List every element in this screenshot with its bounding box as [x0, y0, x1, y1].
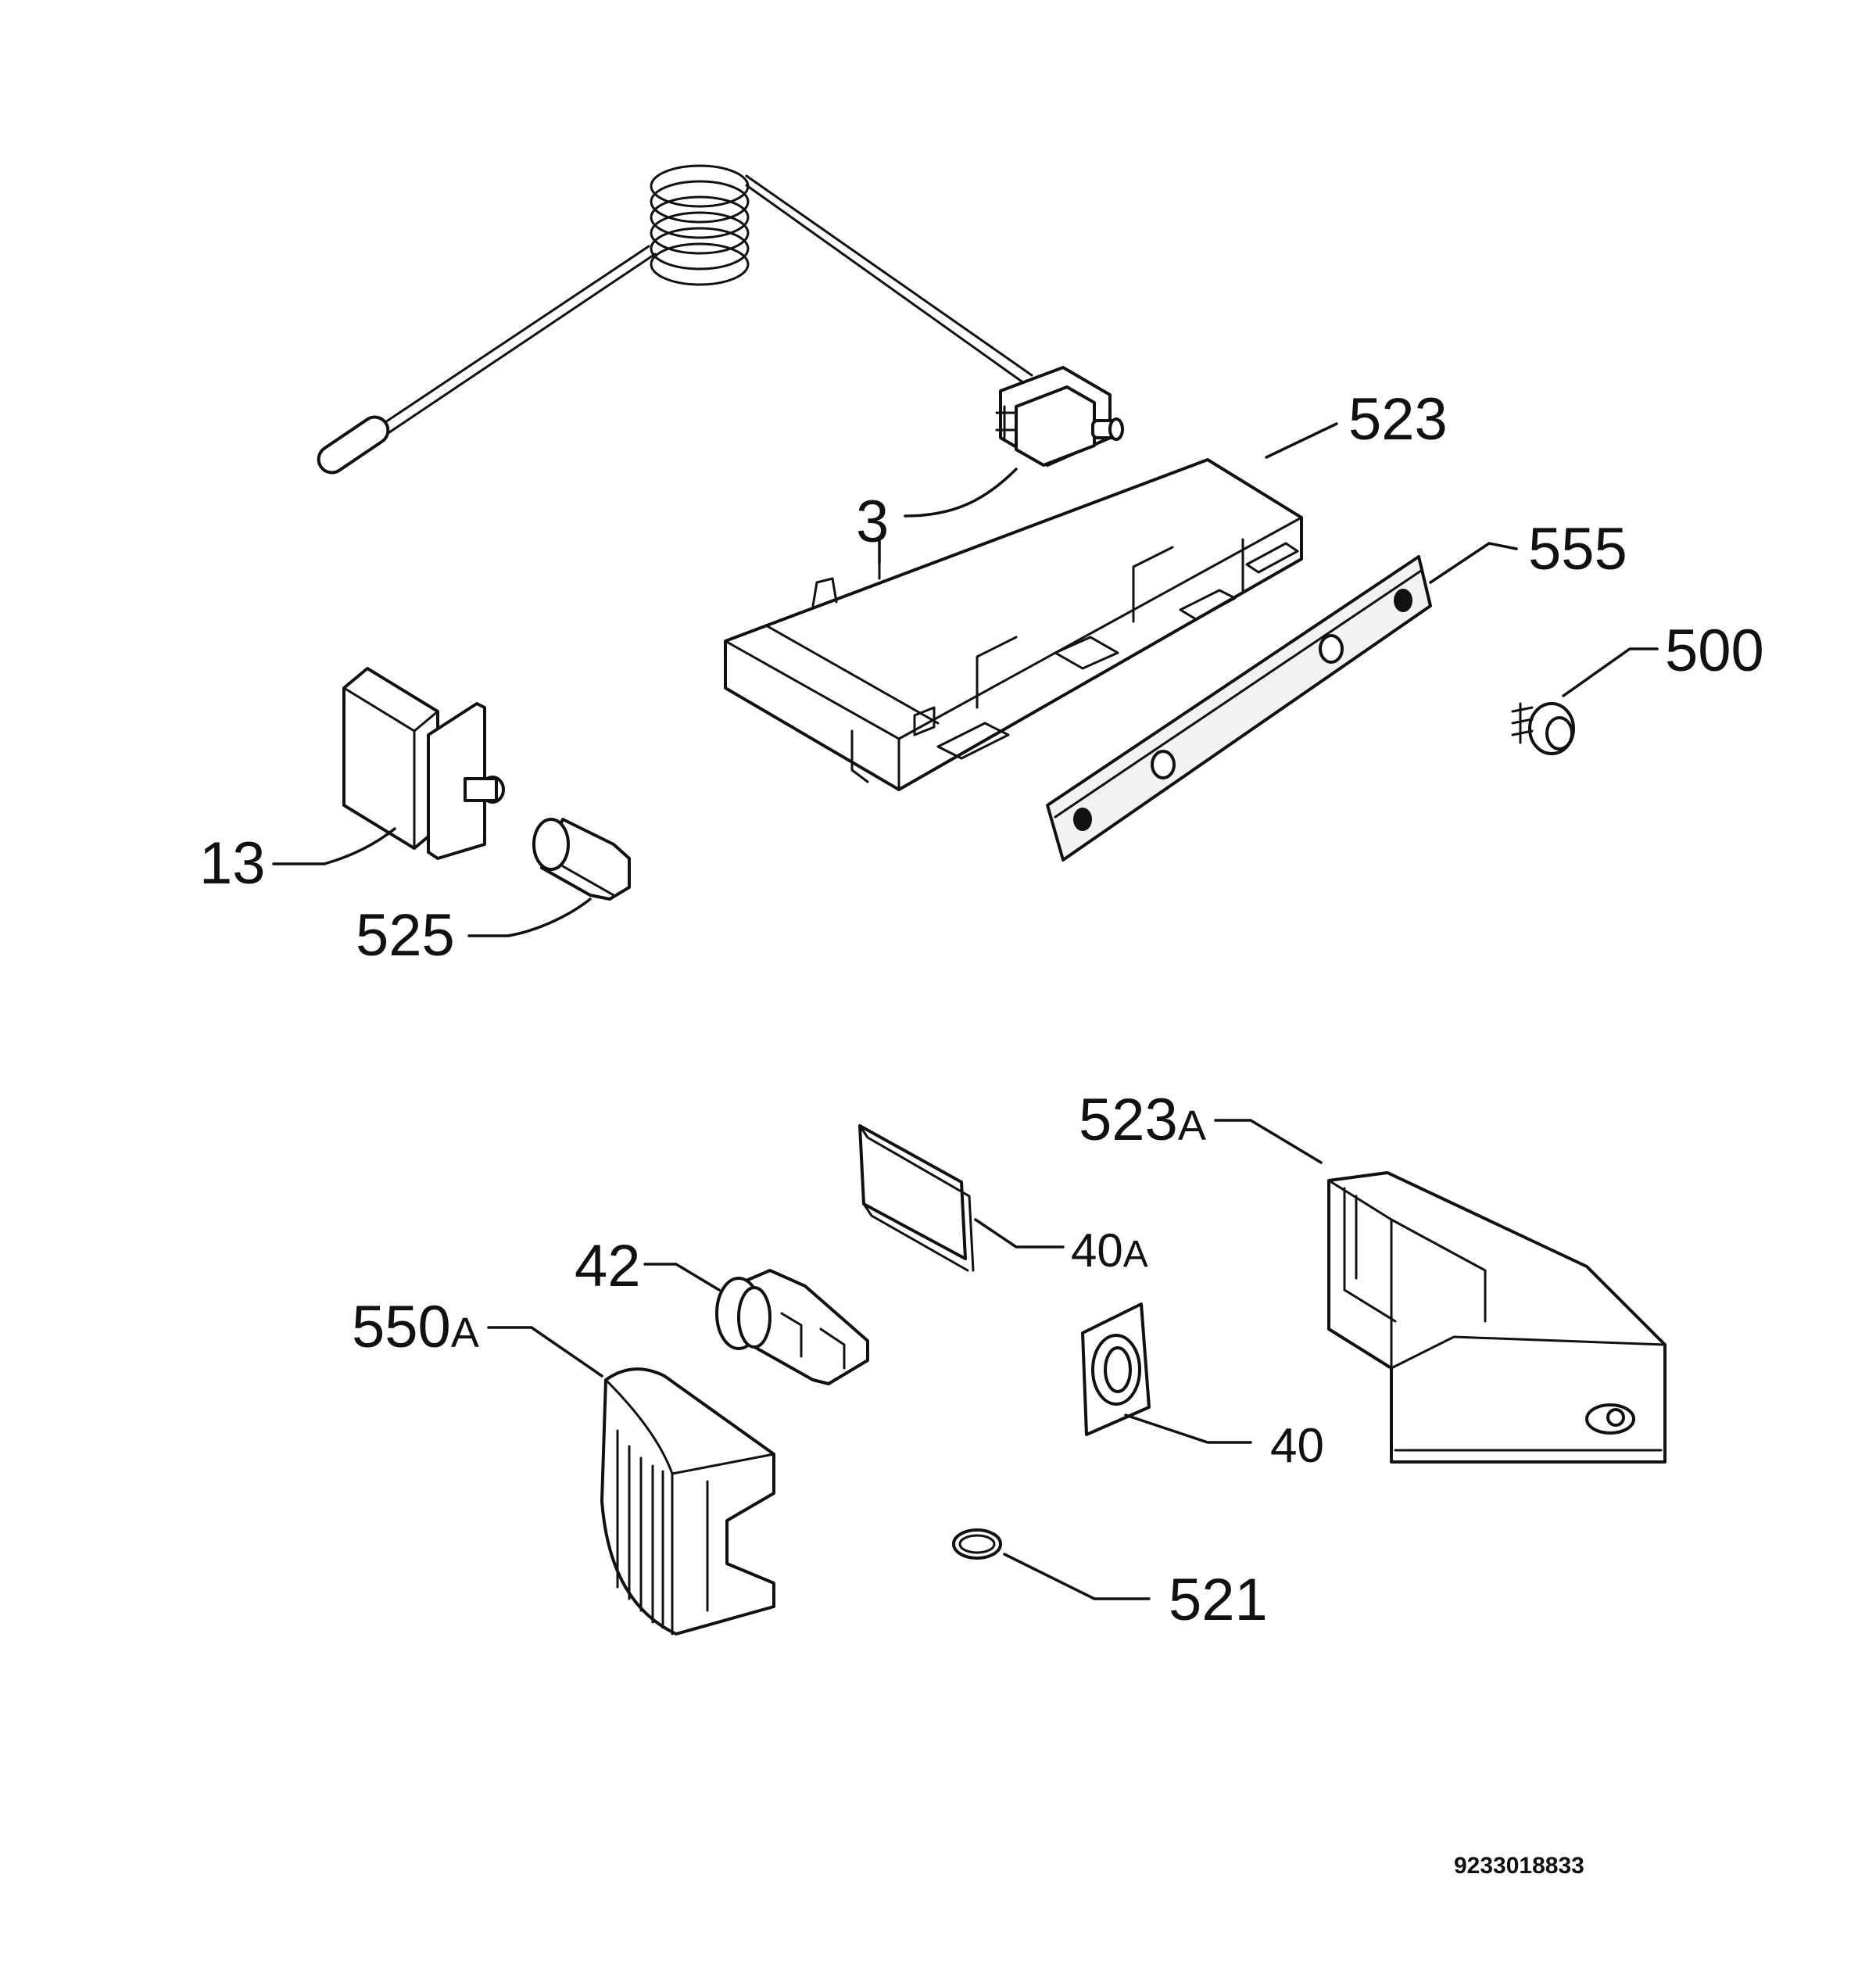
- part-550a-lamp-cover: [600, 1367, 775, 1636]
- callout-500: 500: [1665, 618, 1764, 684]
- callout-labels: 3 523 555 500 13 525 523A 40A 42 550A 40…: [199, 386, 1764, 1633]
- leader-42: [643, 1263, 721, 1292]
- leader-523a: [1214, 1119, 1323, 1164]
- callout-555: 555: [1528, 516, 1627, 582]
- document-number: 9233018833: [1454, 1853, 1584, 1879]
- leader-lines: [272, 422, 1659, 1600]
- leader-500: [1562, 647, 1659, 697]
- callout-40a: 40A: [1071, 1224, 1148, 1277]
- callout-525: 525: [356, 902, 455, 969]
- part-521-o-ring: [952, 1528, 1002, 1560]
- leader-13: [272, 827, 396, 865]
- callout-40: 40: [1270, 1419, 1324, 1473]
- part-40-gasket-plate: [1081, 1302, 1151, 1436]
- part-555-strip: [1046, 555, 1432, 862]
- part-40a-clip-strip: [858, 1124, 975, 1272]
- leader-40: [1124, 1413, 1252, 1444]
- callout-521: 521: [1169, 1567, 1268, 1633]
- leader-523: [1265, 422, 1338, 459]
- callout-550a: 550A: [352, 1294, 479, 1360]
- callout-13: 13: [199, 830, 266, 897]
- part-500-lamp-holder: [1511, 702, 1575, 755]
- part-42-lamp-socket: [715, 1269, 869, 1385]
- part-523-control-housing: [724, 458, 1303, 791]
- leader-555: [1429, 542, 1518, 584]
- part-523a-housing-cover: [1327, 1171, 1667, 1464]
- callout-3: 3: [856, 489, 889, 555]
- part-3-thermostat: [317, 164, 1124, 475]
- leader-521: [1003, 1553, 1151, 1600]
- leader-40a: [974, 1218, 1065, 1249]
- callout-42: 42: [575, 1233, 641, 1299]
- leader-3: [904, 468, 1018, 518]
- callout-523a: 523A: [1079, 1087, 1206, 1153]
- leader-550a: [487, 1326, 603, 1378]
- callout-523: 523: [1348, 386, 1448, 453]
- capillary-coil: [650, 164, 750, 286]
- part-525-lamp: [532, 818, 631, 901]
- part-13-door-switch: [342, 667, 505, 860]
- leader-525: [467, 898, 592, 937]
